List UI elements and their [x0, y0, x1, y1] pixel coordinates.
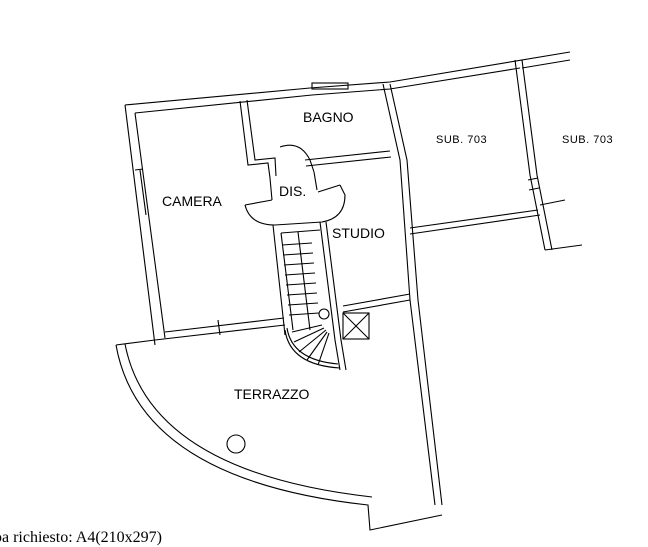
- staircase: [280, 231, 341, 369]
- walls: [115, 51, 583, 531]
- room-label-sub-703-b: SUB. 703: [562, 134, 613, 146]
- room-label-dis: DIS.: [279, 183, 306, 199]
- room-label-studio: STUDIO: [332, 225, 385, 241]
- room-label-sub-703-a: SUB. 703: [436, 134, 487, 146]
- room-label-terrazzo: TERRAZZO: [234, 386, 310, 402]
- room-label-camera: CAMERA: [162, 193, 223, 209]
- room-label-bagno: BAGNO: [303, 109, 354, 125]
- print-format-note: pa richiesto: A4(210x297): [0, 529, 162, 546]
